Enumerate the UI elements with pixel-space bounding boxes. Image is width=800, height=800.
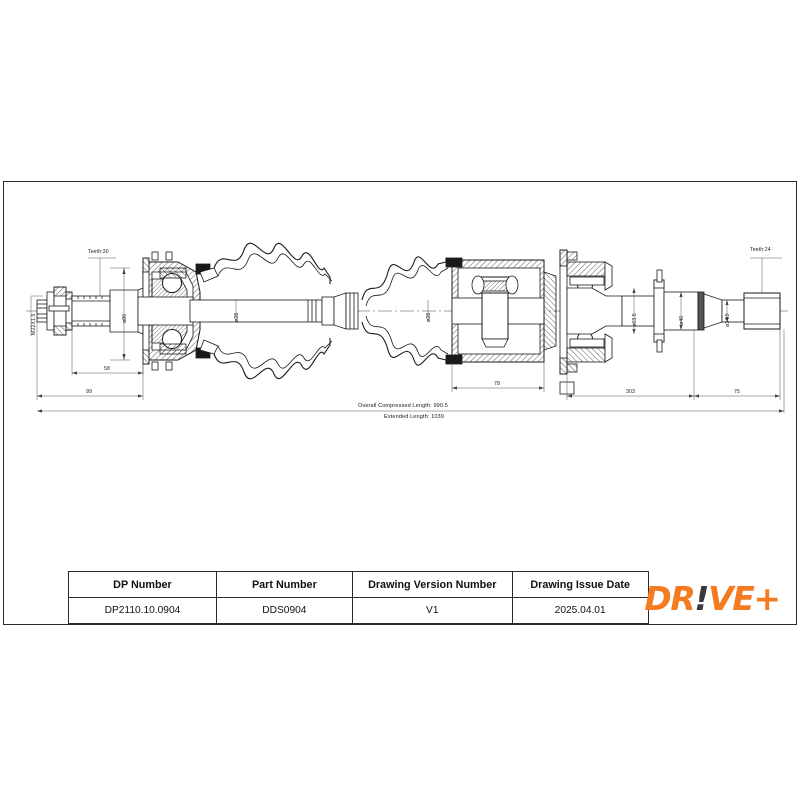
- label-teeth-left: Teeth:30: [88, 249, 109, 255]
- logo-part-1: DR: [644, 578, 695, 618]
- logo-exclamation-icon: !: [694, 578, 709, 618]
- drawing-frame-border: [3, 181, 797, 625]
- title-block-table: DP Number Part Number Drawing Version Nu…: [68, 571, 780, 624]
- header-drawing-version-number: Drawing Version Number: [351, 571, 513, 598]
- label-dim-75: 75: [734, 389, 740, 395]
- label-overall-compressed-length: Overall Compressed Length: 990.5: [358, 403, 448, 409]
- label-diameter-28-left: ø28: [234, 312, 240, 322]
- title-block-value-row: DP2110.10.0904 DDS0904 V1 2025.04.01: [68, 597, 781, 624]
- label-diameter-28-center: ø28: [426, 312, 432, 322]
- drive-plus-logo-text: DR!VE+: [644, 578, 781, 618]
- brand-logo: DR!VE+: [636, 578, 788, 618]
- label-teeth-right: Teeth:24: [750, 247, 771, 253]
- value-drawing-issue-date: 2025.04.01: [511, 597, 649, 624]
- label-dim-78: 78: [494, 381, 500, 387]
- label-diameter-86: ø86: [122, 313, 128, 323]
- label-diameter-34-9: ø34.9: [725, 313, 731, 327]
- logo-cell: [647, 571, 780, 624]
- value-drawing-version-number: V1: [351, 597, 513, 624]
- label-dim-99: 99: [86, 389, 92, 395]
- header-drawing-issue-date: Drawing Issue Date: [511, 571, 649, 598]
- value-dp-number: DP2110.10.0904: [68, 597, 217, 624]
- value-part-number: DDS0904: [215, 597, 353, 624]
- label-diameter-63-5: ø63.5: [632, 313, 638, 327]
- label-diameter-40: ø40: [679, 315, 685, 325]
- logo-part-2: VE+: [708, 578, 781, 618]
- label-thread-m22: M22X1.5: [31, 313, 37, 335]
- header-dp-number: DP Number: [68, 571, 217, 598]
- label-dim-303: 303: [626, 389, 635, 395]
- label-dim-58: 58: [104, 366, 110, 372]
- label-extended-length: Extended Length: 1039: [384, 414, 444, 420]
- title-block-header-row: DP Number Part Number Drawing Version Nu…: [68, 571, 780, 624]
- header-part-number: Part Number: [215, 571, 353, 598]
